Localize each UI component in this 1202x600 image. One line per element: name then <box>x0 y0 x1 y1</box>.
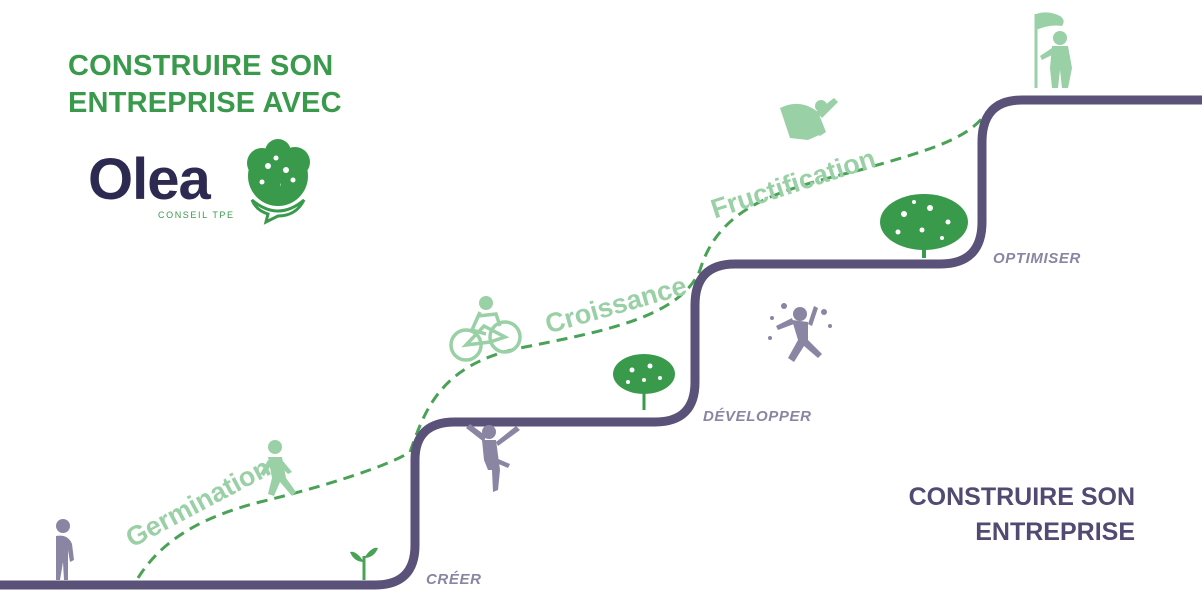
step-creer: CRÉER <box>426 571 482 588</box>
headline: CONSTRUIRE SON ENTREPRISE AVEC <box>68 48 368 122</box>
climbing-person-icon <box>466 424 520 492</box>
big-tree-icon <box>880 194 968 258</box>
footer-title-line-1: CONSTRUIRE SON <box>908 483 1135 511</box>
sad-person-icon <box>56 519 74 580</box>
step-optimiser: OPTIMISER <box>993 250 1081 267</box>
superhero-icon <box>780 98 838 140</box>
walking-person-icon <box>260 440 296 496</box>
sprout-icon <box>350 547 378 580</box>
growth-path <box>136 114 987 579</box>
footer-title-line-2: ENTREPRISE <box>975 518 1135 546</box>
logo-subtitle: CONSEIL TPE <box>158 210 235 220</box>
footer-title: CONSTRUIRE SON ENTREPRISE <box>815 480 1135 550</box>
small-tree-icon <box>613 354 675 410</box>
logo-wordmark: Olea <box>88 147 211 212</box>
step-developper: DÉVELOPPER <box>703 408 812 425</box>
cyclist-icon <box>449 296 522 362</box>
flag-person-icon <box>1034 12 1072 88</box>
rock-climber-icon <box>768 303 832 362</box>
headline-line-2: ENTREPRISE AVEC <box>68 87 342 119</box>
staircase <box>0 95 1202 590</box>
headline-line-1: CONSTRUIRE SON <box>68 50 334 82</box>
olive-tree-logo-icon <box>247 139 310 225</box>
